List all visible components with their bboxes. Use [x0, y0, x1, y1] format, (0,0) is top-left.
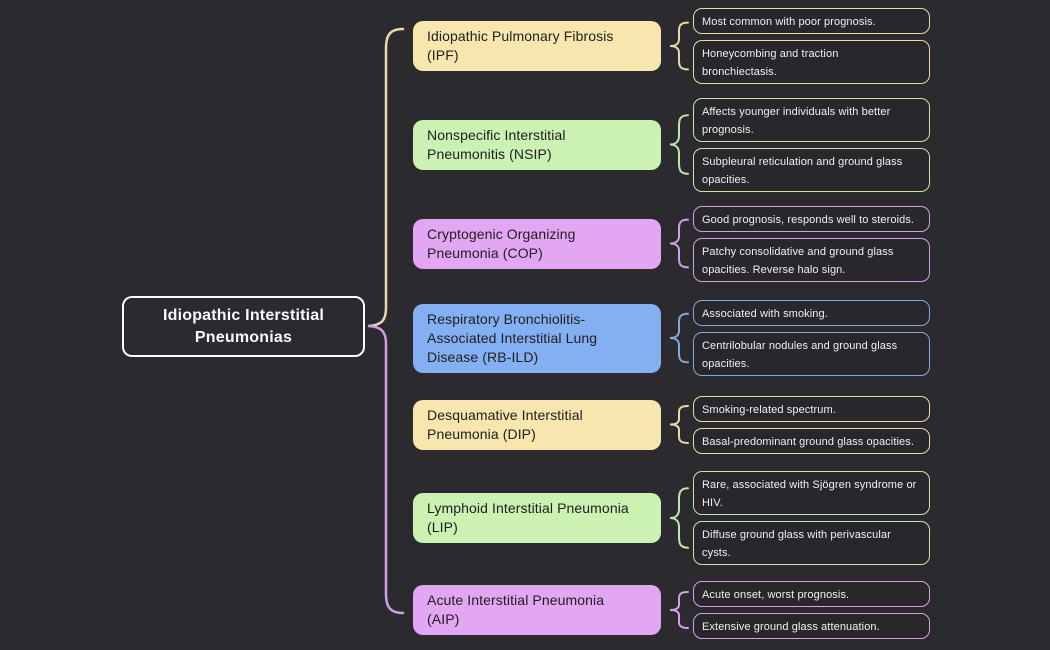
category-node-ipf[interactable]: Idiopathic Pulmonary Fibrosis(IPF): [413, 21, 661, 71]
note-card[interactable]: Good prognosis, responds well to steroid…: [693, 205, 930, 232]
branch-row-ipf: Idiopathic Pulmonary Fibrosis(IPF) Most …: [413, 8, 930, 84]
brace-connector: [667, 210, 691, 277]
branch-row-aip: Acute Interstitial Pneumonia(AIP) Acute …: [413, 581, 930, 639]
note-text: Extensive ground glass attenuation.: [702, 621, 880, 633]
category-node-aip[interactable]: Acute Interstitial Pneumonia(AIP): [413, 585, 661, 635]
category-node-rb-ild[interactable]: Respiratory Bronchiolitis-Associated Int…: [413, 303, 661, 373]
brace-connector: [667, 478, 691, 558]
brace-connector: [667, 583, 691, 637]
category-node-lip[interactable]: Lymphoid Interstitial Pneumonia(LIP): [413, 493, 661, 543]
note-card[interactable]: Smoking-related spectrum.: [693, 395, 930, 422]
note-list: Most common with poor prognosis. Honeyco…: [693, 8, 930, 84]
note-text: Most common with poor prognosis.: [702, 16, 876, 28]
note-card[interactable]: Subpleural reticulation and ground glass…: [693, 147, 930, 192]
note-card[interactable]: Rare, associated with Sjögren syndrome o…: [693, 471, 930, 515]
note-card[interactable]: Extensive ground glass attenuation.: [693, 613, 930, 639]
note-card[interactable]: Acute onset, worst prognosis.: [693, 581, 930, 607]
category-label: Respiratory Bronchiolitis-Associated Int…: [427, 310, 598, 365]
note-text: Good prognosis, responds well to steroid…: [702, 213, 915, 226]
branch-row-rb-ild: Respiratory Bronchiolitis-Associated Int…: [413, 300, 930, 376]
branch-row-lip: Lymphoid Interstitial Pneumonia(LIP) Rar…: [413, 471, 930, 565]
root-brace-connector: [367, 27, 405, 615]
category-label: Lymphoid Interstitial Pneumonia(LIP): [427, 500, 629, 535]
brace-connector: [667, 105, 691, 184]
note-text: Rare, associated with Sjögren syndrome o…: [702, 479, 917, 509]
note-card[interactable]: Associated with smoking.: [693, 300, 930, 326]
note-text: Acute onset, worst prognosis.: [702, 589, 850, 601]
note-list: Acute onset, worst prognosis. Extensive …: [693, 581, 930, 639]
note-text: Smoking-related spectrum.: [702, 403, 836, 416]
brace-connector: [667, 397, 691, 452]
note-list: Smoking-related spectrum. Basal-predomin…: [693, 395, 930, 454]
category-label: Idiopathic Pulmonary Fibrosis(IPF): [427, 28, 614, 63]
brace-connector: [667, 304, 691, 372]
note-list: Good prognosis, responds well to steroid…: [693, 205, 930, 282]
brace-connector: [667, 13, 691, 79]
note-text: Basal-predominant ground glass opacities…: [702, 435, 914, 448]
root-brace-bottom: [367, 324, 405, 615]
note-list: Associated with smoking. Centrilobular n…: [693, 300, 930, 376]
note-text: Associated with smoking.: [702, 308, 828, 320]
root-brace-top: [367, 27, 405, 328]
note-list: Rare, associated with Sjögren syndrome o…: [693, 471, 930, 565]
category-label: Acute Interstitial Pneumonia(AIP): [427, 592, 605, 627]
note-card[interactable]: Basal-predominant ground glass opacities…: [693, 427, 930, 454]
note-text: Subpleural reticulation and ground glass…: [702, 155, 903, 186]
note-card[interactable]: Most common with poor prognosis.: [693, 8, 930, 34]
